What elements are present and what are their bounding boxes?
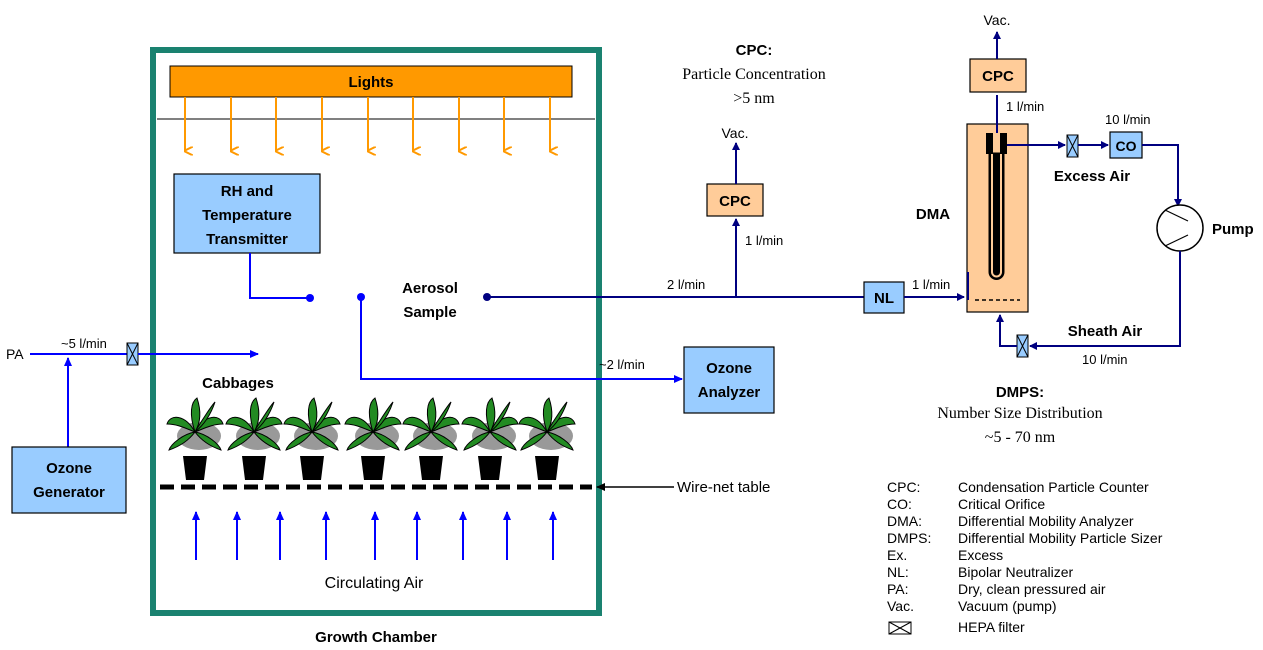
ozone-generator-box <box>11 446 127 514</box>
dma-top-right <box>1000 133 1007 154</box>
legend-row: CPC: Condensation Particle Counter <box>887 479 1149 495</box>
nl-box <box>863 281 905 314</box>
pump-blade-1 <box>1164 209 1189 222</box>
inlet-flow-label: ~5 l/min <box>61 336 107 351</box>
rh-sensor-line <box>249 253 310 299</box>
dma-top-left <box>986 133 993 154</box>
legend-abbr: Vac. <box>887 598 914 614</box>
ozone-analyzer-box <box>683 346 775 414</box>
lights-bar <box>169 65 573 98</box>
cpc1-flow: 1 l/min <box>745 233 783 248</box>
legend-abbr: NL: <box>887 564 909 580</box>
legend: CPC: Condensation Particle Counter CO: Cri… <box>887 479 1163 635</box>
cabbages-label: Cabbages <box>202 375 274 392</box>
legend-desc: Differential Mobility Particle Sizer <box>958 530 1163 546</box>
legend-row: Ex. Excess <box>887 547 1003 563</box>
legend-desc: Vacuum (pump) <box>958 598 1057 614</box>
legend-abbr: DMA: <box>887 513 922 529</box>
legend-row: PA: Dry, clean pressured air <box>887 581 1106 597</box>
excess-air-label: Excess Air <box>1054 168 1130 185</box>
legend-row: DMPS: Differential Mobility Particle Size… <box>887 530 1163 546</box>
legend-desc: Bipolar Neutralizer <box>958 564 1073 580</box>
hepa-filter-icon <box>888 621 912 635</box>
aerosol-sample-label-2: Sample <box>403 304 456 321</box>
legend-desc: Excess <box>958 547 1003 563</box>
wire-net-label: Wire-net table <box>677 479 770 496</box>
lights-label: Lights <box>349 74 394 91</box>
rh-label-3: Transmitter <box>206 231 288 248</box>
hepa-filter-excess <box>1066 134 1079 158</box>
pump-to-sheath-line <box>1029 251 1181 350</box>
cpc1-line1: Particle Concentration <box>682 66 826 83</box>
aerosol-sample-label-1: Aerosol <box>402 280 458 297</box>
hepa-filter-sheath <box>1016 334 1029 358</box>
pump-label: Pump <box>1212 221 1254 238</box>
aerosol-main-flow: 2 l/min <box>667 277 705 292</box>
legend-row: CO: Critical Orifice <box>887 496 1045 512</box>
co-to-pump-line <box>1142 144 1182 207</box>
legend-abbr: CO: <box>887 496 912 512</box>
cpc1-line2: >5 nm <box>733 90 775 107</box>
legend-abbr: PA: <box>887 581 909 597</box>
legend-desc: Dry, clean pressured air <box>958 581 1106 597</box>
legend-abbr: DMPS: <box>887 530 931 546</box>
hepa-filter-inlet <box>126 342 139 366</box>
co-flow: 10 l/min <box>1105 112 1151 127</box>
cpc2-vac-label: Vac. <box>984 12 1011 28</box>
pa-label: PA <box>6 346 24 362</box>
nl-label: NL <box>874 290 894 307</box>
legend-row: HEPA filter <box>888 619 1025 635</box>
pump-circle <box>1156 204 1204 252</box>
ozone-analyzer-label-1: Ozone <box>706 360 752 377</box>
sheath-flow: 10 l/min <box>1082 352 1128 367</box>
legend-abbr: CPC: <box>887 479 920 495</box>
cpc1-box <box>706 183 764 217</box>
cpc2-flow: 1 l/min <box>1006 99 1044 114</box>
pump-blade-2 <box>1164 234 1189 247</box>
ozone-generator-label-2: Generator <box>33 484 105 501</box>
ozone-sample-line <box>360 297 683 383</box>
rh-label-1: RH and <box>221 183 274 200</box>
cpc1-title: CPC: <box>736 42 773 59</box>
dma-inlet-flow: 1 l/min <box>912 277 950 292</box>
dma-rod-inner <box>993 153 1000 276</box>
rh-transmitter-box <box>173 173 321 254</box>
cpc1-box-label: CPC <box>719 193 751 210</box>
ozone-flow-label: ~2 l/min <box>599 357 645 372</box>
dmps-line1: Number Size Distribution <box>937 405 1102 422</box>
light-arrows <box>184 97 550 151</box>
dma-label: DMA <box>916 206 950 223</box>
ozone-generator-label-1: Ozone <box>46 460 92 477</box>
legend-abbr: Ex. <box>887 547 907 563</box>
legend-desc: Critical Orifice <box>958 496 1045 512</box>
dmps-line2: ~5 - 70 nm <box>985 429 1056 446</box>
circulating-air-arrows <box>192 511 557 560</box>
rh-label-2: Temperature <box>202 207 292 224</box>
legend-desc: HEPA filter <box>958 619 1025 635</box>
co-label: CO <box>1116 138 1137 154</box>
cpc2-box-label: CPC <box>982 68 1014 85</box>
legend-desc: Differential Mobility Analyzer <box>958 513 1134 529</box>
sheath-air-label: Sheath Air <box>1068 323 1143 340</box>
legend-row: Vac. Vacuum (pump) <box>887 598 1057 614</box>
sheath-to-dma-line <box>996 314 1017 347</box>
legend-desc: Condensation Particle Counter <box>958 479 1149 495</box>
dmps-title: DMPS: <box>996 384 1044 401</box>
legend-row: NL: Bipolar Neutralizer <box>887 564 1073 580</box>
ozone-analyzer-label-2: Analyzer <box>698 384 761 401</box>
growth-chamber-title: Growth Chamber <box>315 629 437 646</box>
rh-sensor-point <box>306 294 314 302</box>
legend-row: DMA: Differential Mobility Analyzer <box>887 513 1134 529</box>
circulating-air-label: Circulating Air <box>325 575 424 592</box>
cpc1-vac-label: Vac. <box>722 125 749 141</box>
